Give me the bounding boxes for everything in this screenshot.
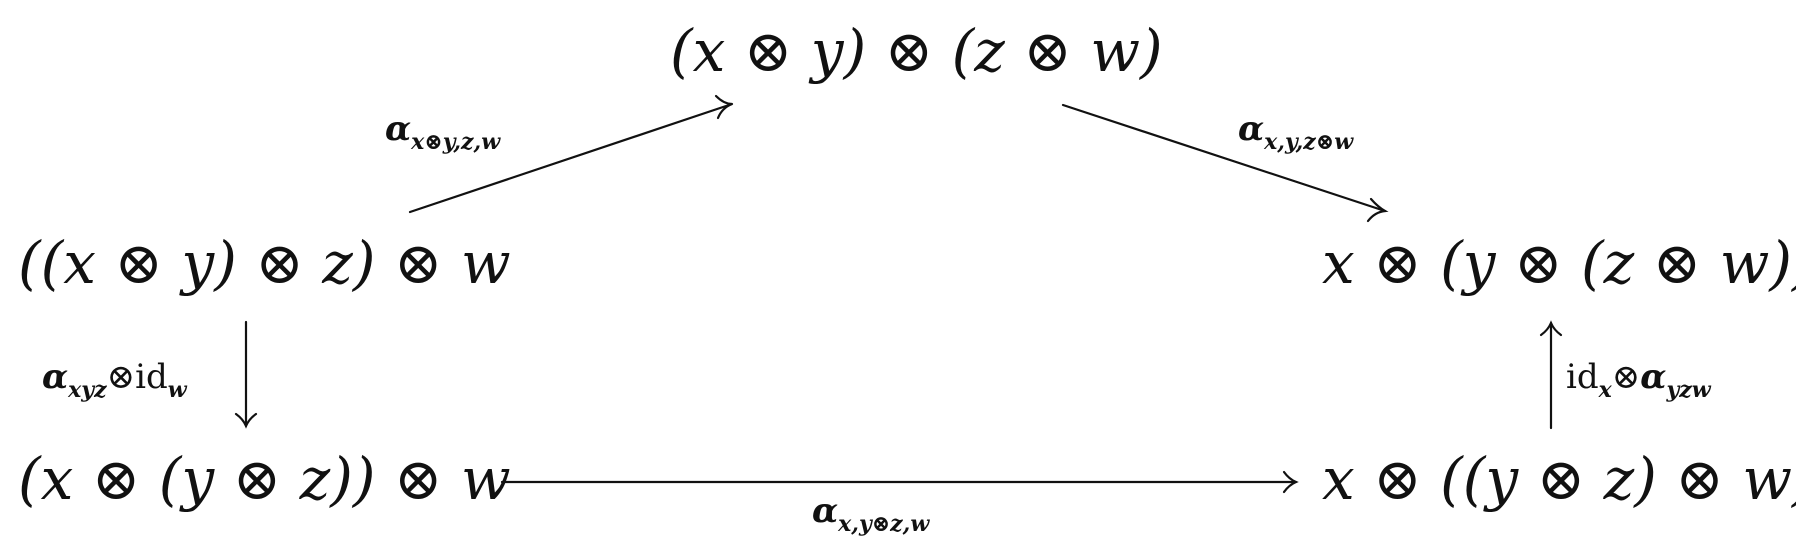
node-bottom-right: x ⊗ ((y ⊗ z) ⊗ w): [1322, 445, 1796, 513]
label-left-symbol: α: [42, 357, 69, 397]
label-left-subscript: xyz: [68, 377, 107, 403]
arrowhead-bottom: [1282, 470, 1299, 494]
node-bottom-left: (x ⊗ (y ⊗ z)) ⊗ w: [18, 445, 511, 513]
label-right-head: id: [1566, 357, 1599, 397]
label-upper-left-symbol: α: [385, 109, 412, 149]
arrow-upper-right: [1061, 103, 1387, 213]
label-upper-right: αx,y,z⊗w: [1238, 112, 1353, 153]
label-bottom-symbol: α: [812, 491, 839, 531]
label-right-head-subscript: x: [1598, 377, 1612, 403]
node-top: (x ⊗ y) ⊗ (z ⊗ w): [670, 17, 1163, 85]
label-upper-left-subscript: x⊗y,z,w: [411, 129, 501, 155]
arrowhead-right-vertical: [1539, 320, 1563, 337]
label-left: αxyz⊗idw: [42, 360, 187, 401]
label-bottom: αx,y⊗z,w: [812, 494, 929, 535]
arrow-upper-left: [408, 102, 734, 214]
label-upper-left: αx⊗y,z,w: [385, 112, 500, 153]
label-right-symbol: α: [1640, 357, 1667, 397]
label-upper-right-subscript: x,y,z⊗w: [1264, 129, 1354, 155]
label-right-subscript: yzw: [1666, 377, 1711, 403]
label-left-tail: ⊗id: [106, 357, 168, 397]
node-right: x ⊗ (y ⊗ (z ⊗ w)): [1322, 229, 1796, 297]
arrowhead-upper-left: [714, 94, 733, 120]
node-left: ((x ⊗ y) ⊗ z) ⊗ w: [18, 229, 511, 297]
label-right: idx⊗αyzw: [1566, 360, 1711, 401]
arrowhead-left-vertical: [234, 412, 258, 429]
label-bottom-subscript: x,y⊗z,w: [838, 511, 930, 537]
label-left-tail-subscript: w: [167, 377, 187, 403]
label-upper-right-symbol: α: [1238, 109, 1265, 149]
arrowhead-upper-right: [1366, 197, 1389, 223]
label-right-mid: ⊗: [1611, 357, 1641, 397]
